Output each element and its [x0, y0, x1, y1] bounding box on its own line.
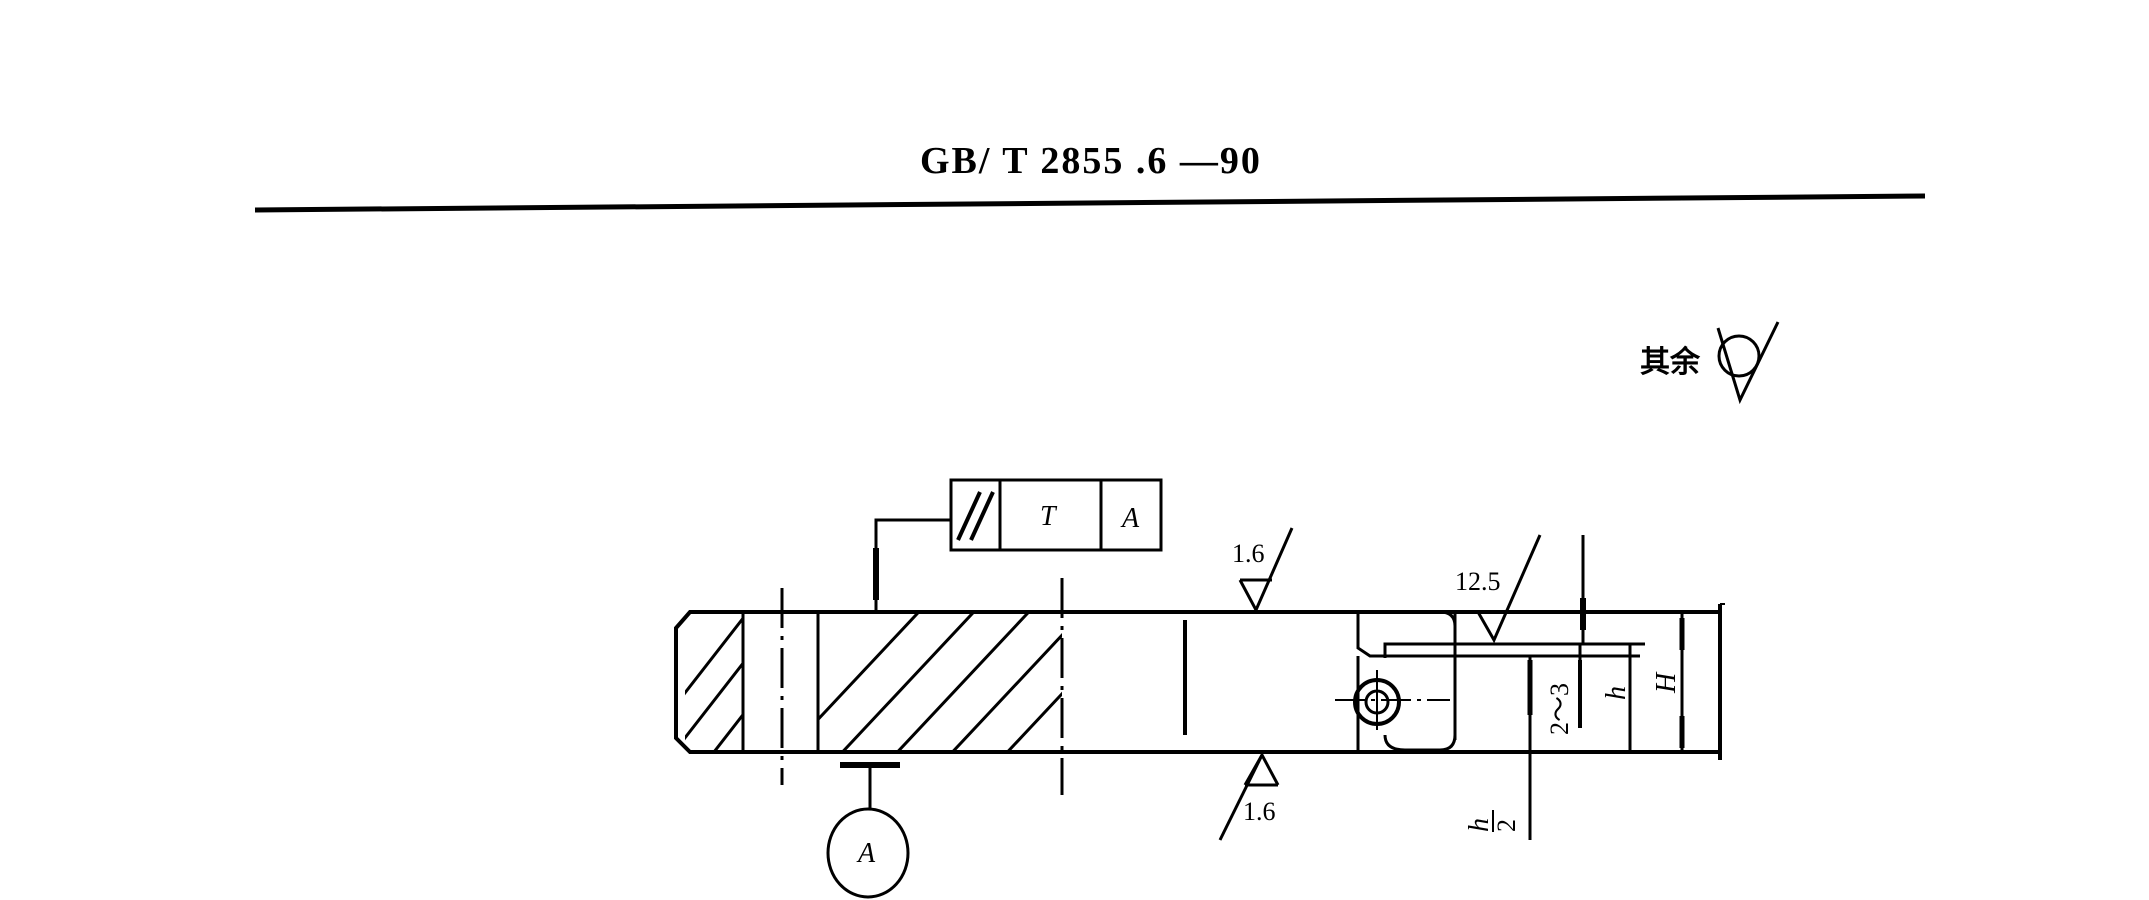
dim-groove-depth: 2～3: [1545, 683, 1574, 735]
parallelism-icon: [956, 491, 995, 541]
dim-half-h: h 2: [1464, 810, 1521, 832]
section-hatch-main: [818, 612, 1062, 752]
roughness-remaining-icon: [1716, 321, 1780, 405]
roughness-bottom-value: 1.6: [1243, 797, 1276, 826]
datum-feature: A: [826, 762, 910, 899]
center-lines: [780, 578, 1064, 795]
dim-H: H: [1651, 671, 1682, 694]
svg-text:2: 2: [1492, 819, 1521, 832]
dimension-lines: [1385, 535, 1685, 840]
tolerance-datum: A: [1120, 503, 1140, 534]
part-outline: [674, 604, 1722, 760]
header-rule: [254, 193, 1926, 213]
section-hatch-left: [685, 615, 743, 752]
pin-hole: [1335, 670, 1450, 730]
slot-feature: [1356, 610, 1640, 752]
tolerance-leader: [874, 518, 951, 612]
roughness-slot-value: 12.5: [1455, 567, 1501, 596]
roughness-top-icon: [1238, 527, 1294, 614]
dim-h: h: [1601, 686, 1632, 700]
standard-code: GB/ T 2855 .6 —90: [920, 140, 1262, 182]
tolerance-frame: T A: [949, 478, 1163, 552]
roughness-slot-icon: [1476, 534, 1542, 644]
svg-text:h: h: [1464, 818, 1495, 832]
roughness-top-value: 1.6: [1232, 539, 1265, 568]
roughness-bottom-icon: [1218, 751, 1280, 841]
remaining-roughness-label: 其余: [1640, 345, 1701, 380]
tolerance-value: T: [1040, 501, 1058, 532]
datum-label: A: [856, 838, 876, 869]
